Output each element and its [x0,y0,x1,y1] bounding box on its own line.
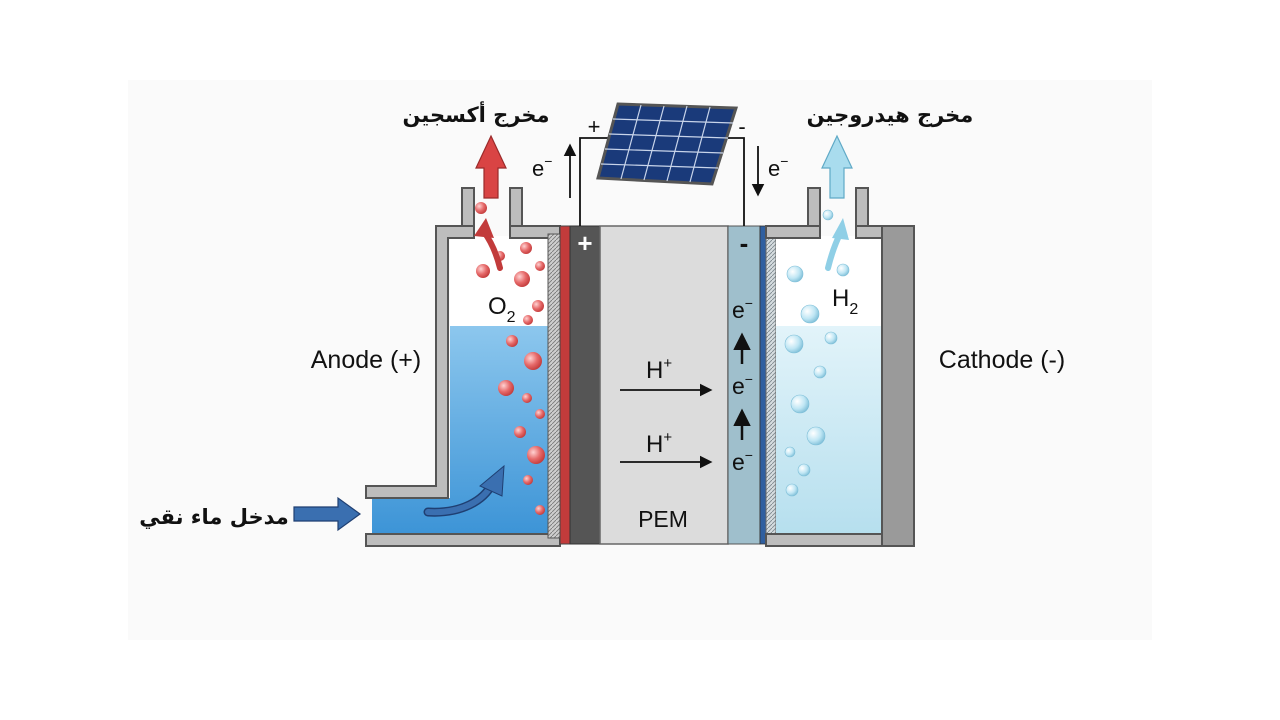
electron-label-3: e− [732,447,753,475]
pem-membrane [599,225,729,545]
hydrogen-outlet-label: مخرج هيدروجين [807,103,974,128]
water-inlet-arrow [293,496,362,532]
anode-chamber [365,187,561,547]
cathode-catalyst-layer [759,225,767,545]
cathode-diffusion-layer [765,233,777,539]
anode-catalyst-layer [559,225,571,545]
external-circuit [579,137,745,226]
electron-label-2: e− [732,371,753,399]
cathode-minus-sign: - [740,228,749,258]
hydrogen-formula: H2 [832,285,858,318]
oxygen-formula: O2 [488,293,516,326]
electron-label-circuit-right: e− [768,153,788,181]
oxygen-bubbles [475,202,545,515]
cathode-label: Cathode (-) [939,346,1065,374]
water-curved-arrow-head [479,464,505,497]
panel-minus-sign: - [738,114,745,139]
pem-label: PEM [638,506,688,532]
anode-plus-sign: + [577,228,592,258]
oxygen-curved-arrow-head [474,218,494,238]
anode-plate [569,225,601,545]
proton-label-1: H+ [646,355,672,384]
electron-label-circuit-left: e− [532,153,552,181]
panel-plus-sign: + [588,114,601,139]
anode-label: Anode (+) [311,346,422,374]
oxygen-outlet-label: مخرج أكسجين [402,100,549,128]
hydrogen-bubbles [784,209,850,497]
solar-panel-icon [596,102,739,186]
hydrogen-outlet-arrow [821,134,853,199]
electron-label-1: e− [732,295,753,323]
hydrogen-curved-arrow-head [832,218,849,240]
water-inlet-label: مدخل ماء نقي [139,505,289,529]
oxygen-outlet-arrow [475,134,507,199]
proton-label-2: H+ [646,429,672,458]
